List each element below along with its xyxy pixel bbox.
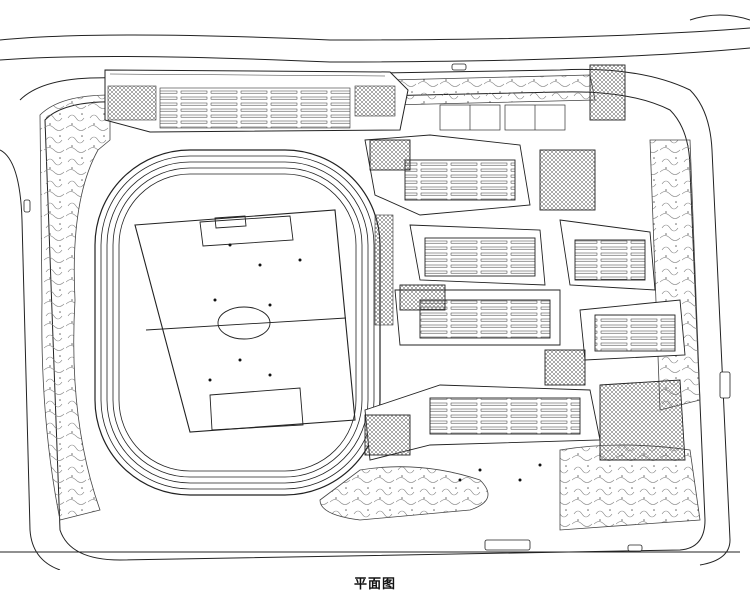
football-pitch (134, 209, 356, 433)
plan-caption: 平面图 (353, 577, 396, 592)
vehicles (23, 63, 731, 552)
building-cluster (364, 64, 686, 461)
landscape-vegetation (39, 74, 701, 531)
north-building (104, 69, 409, 133)
running-track (94, 149, 381, 496)
stands (374, 214, 394, 326)
people (208, 243, 542, 482)
site-plan-drawing (0, 14, 750, 570)
sports-courts (439, 104, 566, 131)
